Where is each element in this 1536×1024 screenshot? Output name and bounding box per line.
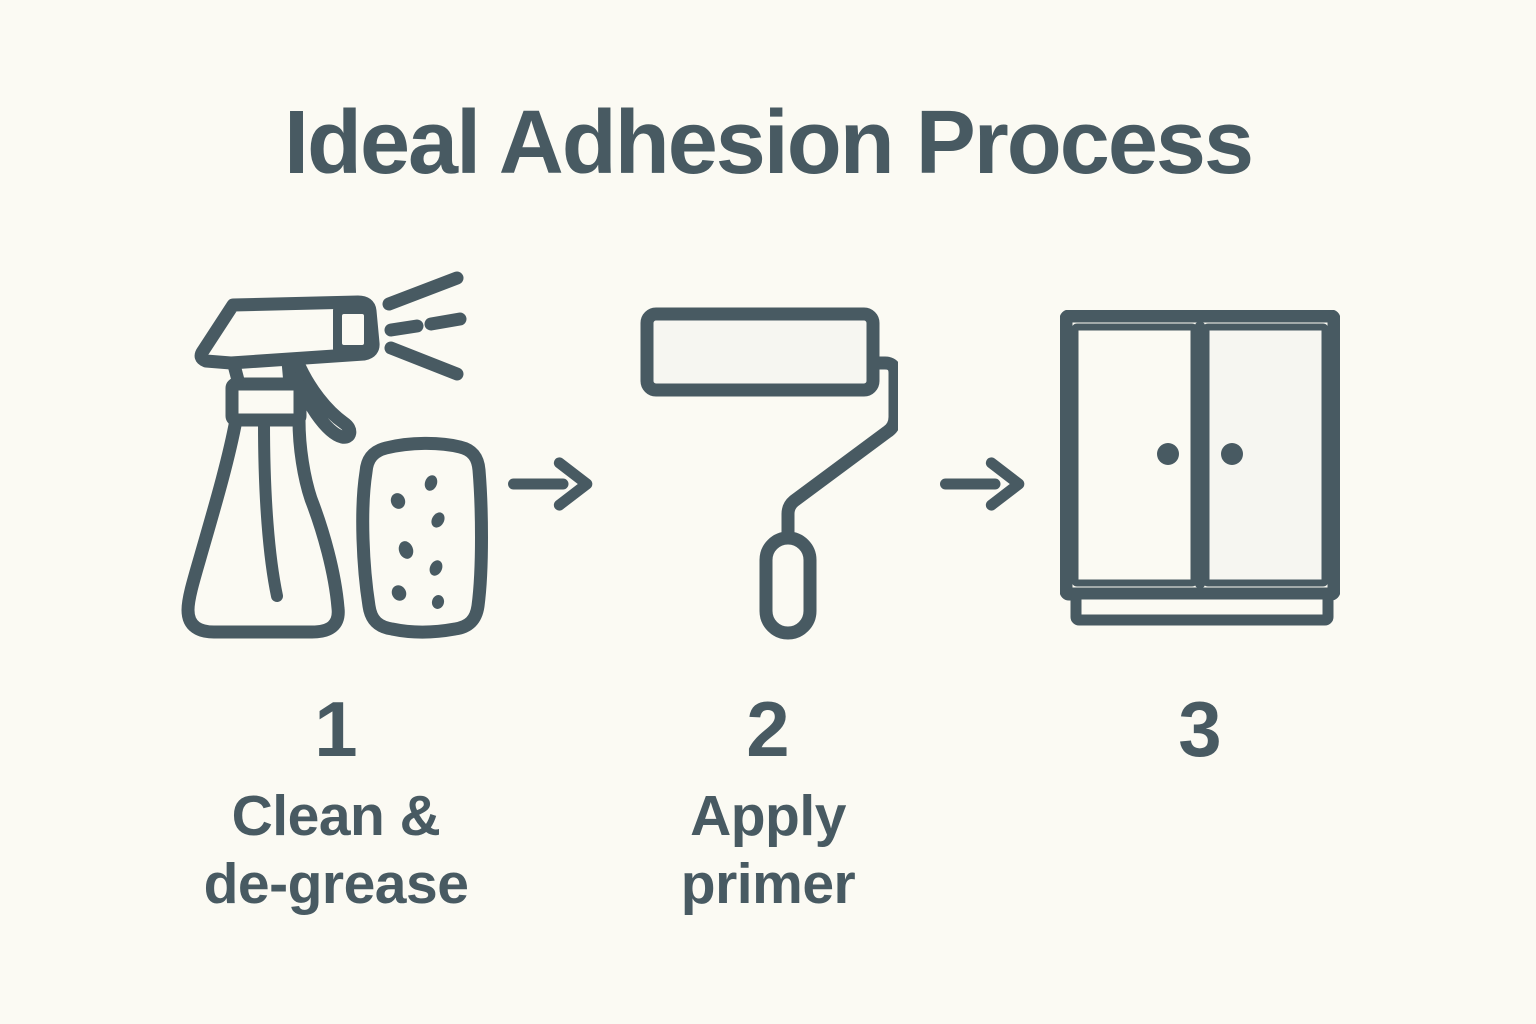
spray-bottle-and-sponge-icon <box>181 271 488 639</box>
step-apply-primer: 2 Apply primer <box>600 254 936 919</box>
step-1-label: Clean & de-grease <box>204 782 469 919</box>
step-1-number: 1 <box>314 685 358 773</box>
step-2-label-line-2: primer <box>680 852 856 917</box>
paint-roller-icon <box>640 307 898 640</box>
arrow-right-icon <box>940 457 1025 511</box>
step-3-number: 3 <box>1178 685 1222 773</box>
step-finished-cabinet: 3 <box>1032 254 1368 782</box>
connector-1 <box>504 254 600 512</box>
step-2-number: 2 <box>746 685 790 773</box>
step-2-label-line-1: Apply <box>690 784 846 848</box>
step-clean-degrease: 1 Clean & de-grease <box>168 254 504 919</box>
step-2-label: Apply primer <box>680 782 856 919</box>
step-2-icon-area <box>600 254 936 648</box>
step-3-icon-area <box>1032 254 1368 648</box>
page-title: Ideal Adhesion Process <box>283 93 1254 193</box>
step-1-label-line-1: Clean & <box>231 784 441 848</box>
step-1-icon-area <box>168 254 504 648</box>
step-1-label-line-2: de-grease <box>203 852 469 917</box>
connector-2 <box>936 254 1032 512</box>
arrow-right-icon <box>508 457 593 511</box>
process-flow: 1 Clean & de-grease <box>0 254 1536 919</box>
cabinet-icon <box>1060 310 1340 626</box>
